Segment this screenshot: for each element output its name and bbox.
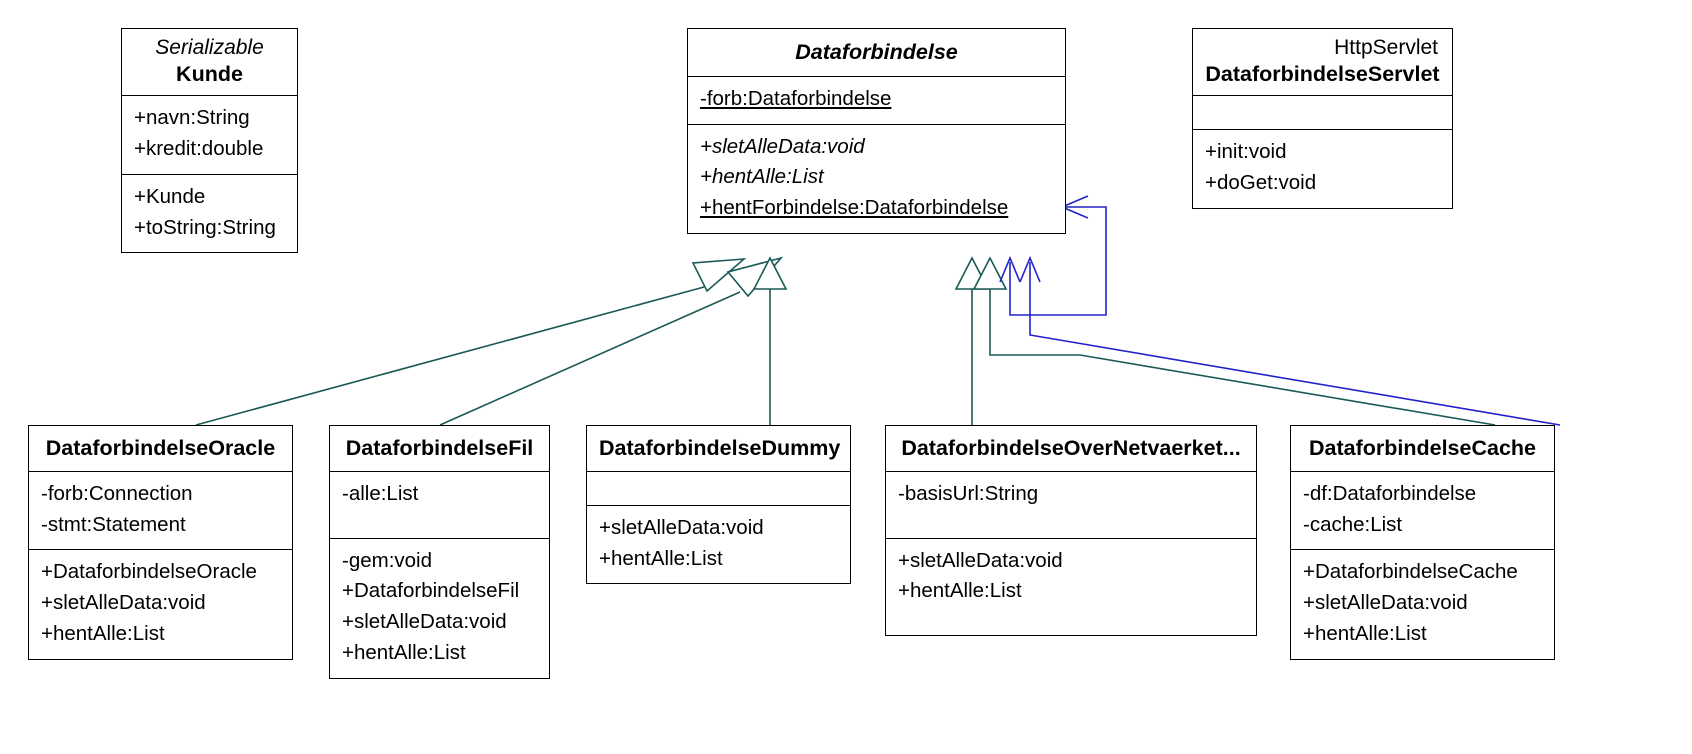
operation: +hentAlle:List bbox=[41, 621, 165, 645]
attribute: +kredit:double bbox=[134, 137, 264, 161]
class-box-dataforbindelse-oracle[interactable]: DataforbindelseOracle -forb:Connection -… bbox=[28, 425, 293, 660]
operation: +toString:String bbox=[134, 215, 276, 239]
operation: +sletAlleData:void bbox=[599, 515, 764, 539]
operation: +DataforbindelseOracle bbox=[41, 560, 257, 584]
operation: +sletAlleData:void bbox=[342, 610, 507, 634]
class-stereotype-kunde: Serializable bbox=[155, 36, 264, 59]
operation: +sletAlleData:void bbox=[898, 548, 1063, 572]
class-header-netvaerket: DataforbindelseOverNetvaerket... bbox=[886, 426, 1256, 471]
operation: +doGet:void bbox=[1205, 171, 1317, 195]
generalization-dummy bbox=[752, 256, 788, 425]
operations-dataforbindelse: +sletAlleData:void +hentAlle:List +hentF… bbox=[688, 123, 1065, 233]
class-name-servlet: DataforbindelseServlet bbox=[1205, 61, 1440, 86]
operation: +sletAlleData:void bbox=[41, 591, 206, 615]
class-name-fil: DataforbindelseFil bbox=[345, 436, 534, 460]
class-name-dummy: DataforbindelseDummy bbox=[599, 436, 841, 460]
attributes-kunde: +navn:String +kredit:double bbox=[122, 95, 297, 174]
class-box-dataforbindelse-over-netvaerket[interactable]: DataforbindelseOverNetvaerket... -basisU… bbox=[885, 425, 1257, 637]
attribute: +navn:String bbox=[134, 106, 250, 130]
attributes-dummy bbox=[587, 470, 850, 505]
operation: +hentAlle:List bbox=[599, 546, 723, 570]
attributes-oracle: -forb:Connection -stmt:Statement bbox=[29, 470, 292, 550]
class-header-oracle: DataforbindelseOracle bbox=[29, 426, 292, 471]
operation: +Kunde bbox=[134, 184, 206, 208]
operation: +hentAlle:List bbox=[700, 165, 824, 189]
class-box-dataforbindelse[interactable]: Dataforbindelse -forb:Dataforbindelse +s… bbox=[687, 28, 1066, 234]
association-cache-dataforbindelse bbox=[1019, 255, 1561, 426]
operation: +hentAlle:List bbox=[342, 640, 466, 664]
operation: +init:void bbox=[1205, 140, 1287, 164]
attribute: -basisUrl:String bbox=[898, 481, 1039, 505]
attribute: -forb:Connection bbox=[41, 481, 193, 505]
attribute: -df:Dataforbindelse bbox=[1303, 481, 1477, 505]
operations-netvaerket: +sletAlleData:void +hentAlle:List bbox=[886, 537, 1256, 636]
attributes-cache: -df:Dataforbindelse -cache:List bbox=[1291, 470, 1554, 550]
attributes-netvaerket: -basisUrl:String bbox=[886, 470, 1256, 538]
operations-cache: +DataforbindelseCache +sletAlleData:void… bbox=[1291, 549, 1554, 658]
operation: +hentAlle:List bbox=[1303, 621, 1427, 645]
attributes-fil: -alle:List bbox=[330, 470, 549, 538]
class-box-dataforbindelse-fil[interactable]: DataforbindelseFil -alle:List -gem:void … bbox=[329, 425, 550, 679]
operations-oracle: +DataforbindelseOracle +sletAlleData:voi… bbox=[29, 549, 292, 658]
attributes-servlet bbox=[1193, 95, 1452, 129]
attribute: -forb:Dataforbindelse bbox=[700, 86, 892, 110]
class-header-dataforbindelse: Dataforbindelse bbox=[688, 29, 1065, 76]
class-box-kunde[interactable]: Serializable Kunde +navn:String +kredit:… bbox=[121, 28, 298, 254]
class-box-dataforbindelse-dummy[interactable]: DataforbindelseDummy +sletAlleData:void … bbox=[586, 425, 851, 585]
operation: -gem:void bbox=[342, 548, 433, 572]
attribute: -stmt:Statement bbox=[41, 512, 186, 536]
class-box-dataforbindelse-servlet[interactable]: HttpServlet DataforbindelseServlet +init… bbox=[1192, 28, 1453, 209]
generalization-oracle bbox=[195, 258, 747, 426]
operation: +sletAlleData:void bbox=[1303, 591, 1468, 615]
class-name-oracle: DataforbindelseOracle bbox=[45, 436, 276, 460]
operations-dummy: +sletAlleData:void +hentAlle:List bbox=[587, 504, 850, 584]
attribute: -alle:List bbox=[342, 481, 419, 505]
class-box-dataforbindelse-cache[interactable]: DataforbindelseCache -df:Dataforbindelse… bbox=[1290, 425, 1555, 660]
class-header-servlet: HttpServlet DataforbindelseServlet bbox=[1193, 29, 1452, 95]
operation: +DataforbindelseCache bbox=[1303, 560, 1518, 584]
class-header-cache: DataforbindelseCache bbox=[1291, 426, 1554, 471]
operation: +hentForbindelse:Dataforbindelse bbox=[700, 196, 1009, 220]
operation: +hentAlle:List bbox=[898, 579, 1022, 603]
generalization-cache bbox=[972, 256, 1496, 426]
generalization-netvaerket bbox=[954, 256, 990, 425]
class-stereotype-servlet: HttpServlet bbox=[1334, 36, 1438, 59]
attributes-dataforbindelse: -forb:Dataforbindelse bbox=[688, 75, 1065, 124]
operations-servlet: +init:void +doGet:void bbox=[1193, 129, 1452, 208]
operation: +DataforbindelseFil bbox=[342, 579, 520, 603]
class-header-fil: DataforbindelseFil bbox=[330, 426, 549, 471]
operations-kunde: +Kunde +toString:String bbox=[122, 173, 297, 253]
operation: +sletAlleData:void bbox=[700, 134, 865, 158]
class-header-dummy: DataforbindelseDummy bbox=[587, 426, 850, 471]
class-name-dataforbindelse: Dataforbindelse bbox=[795, 40, 958, 64]
operations-fil: -gem:void +DataforbindelseFil +sletAlleD… bbox=[330, 537, 549, 678]
class-name-cache: DataforbindelseCache bbox=[1308, 436, 1536, 460]
generalization-fil bbox=[439, 256, 784, 426]
class-name-kunde: Kunde bbox=[176, 61, 243, 86]
class-name-netvaerket: DataforbindelseOverNetvaerket... bbox=[901, 436, 1241, 460]
class-header-kunde: Serializable Kunde bbox=[122, 29, 297, 95]
attribute: -cache:List bbox=[1303, 512, 1403, 536]
